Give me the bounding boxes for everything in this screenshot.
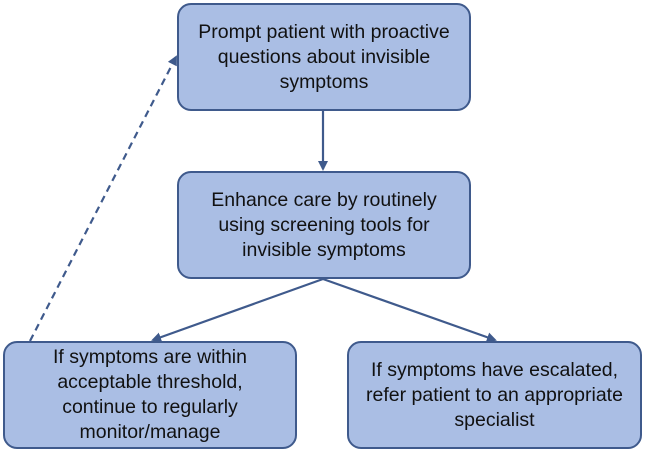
node-enhance-care-label: Enhance care by routinely using screenin… bbox=[211, 188, 437, 261]
node-monitor-manage: If symptoms are within acceptable thresh… bbox=[3, 341, 297, 449]
dashed-arrow-monitor-to-prompt bbox=[29, 55, 177, 342]
node-refer-specialist: If symptoms have escalated, refer patien… bbox=[347, 341, 642, 449]
node-prompt-patient-label: Prompt patient with proactive questions … bbox=[198, 20, 450, 93]
arrow-screen-to-refer bbox=[322, 277, 497, 343]
arrow-screen-to-monitor bbox=[151, 277, 324, 343]
node-prompt-patient: Prompt patient with proactive questions … bbox=[177, 3, 471, 111]
node-refer-specialist-label: If symptoms have escalated, refer patien… bbox=[366, 358, 623, 431]
node-monitor-manage-label: If symptoms are within acceptable thresh… bbox=[53, 346, 247, 443]
node-enhance-care: Enhance care by routinely using screenin… bbox=[177, 171, 471, 279]
